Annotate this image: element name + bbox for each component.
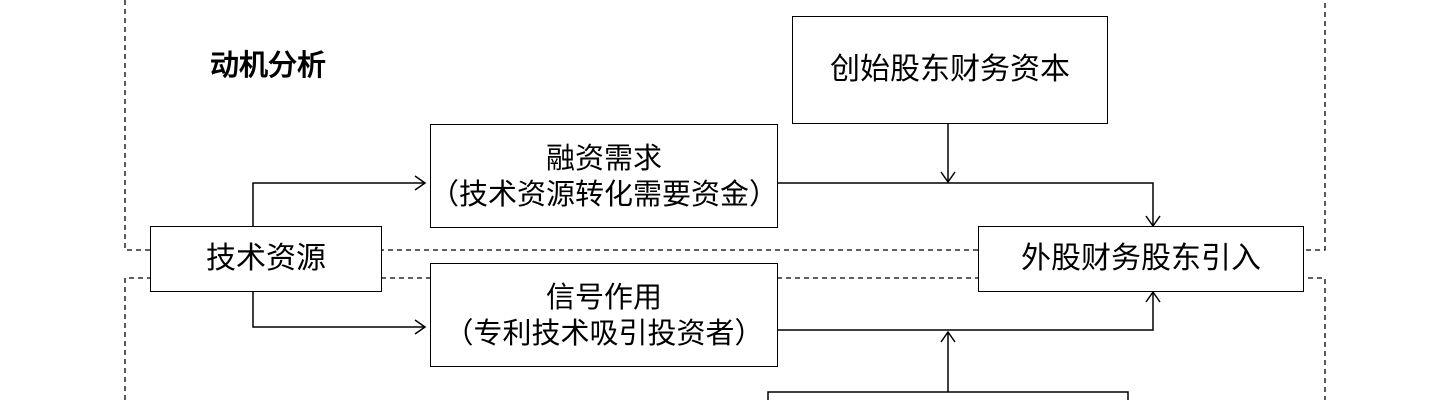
connector-tech-to-signal [252,292,425,328]
node-external-shareholder-label: 外股财务股东引入 [1021,241,1261,276]
node-tech-resources: 技术资源 [150,226,382,292]
node-founder-capital-label: 创始股东财务资本 [830,52,1070,87]
arrowhead-bottom-up [940,330,956,343]
arrowhead-founder [940,171,956,184]
arrowhead-signal [414,319,427,335]
node-financing-demand: 融资需求 （技术资源转化需要资金） [430,124,778,228]
node-external-shareholder: 外股财务股东引入 [978,226,1304,292]
node-signal-effect-subtitle: （专利技术吸引投资者） [444,316,764,350]
node-tech-resources-label: 技术资源 [206,241,326,276]
arrowhead-financing [414,175,427,191]
node-signal-effect: 信号作用 （专利技术吸引投资者） [430,263,778,367]
region-title-motivation: 动机分析 [210,48,327,82]
node-signal-effect-title: 信号作用 [545,280,662,314]
node-financing-demand-subtitle: （技术资源转化需要资金） [430,177,779,211]
arrowhead-external-bottom [1145,290,1161,303]
region-top-frame [124,0,1326,251]
connector-financing-to-external [778,182,1154,226]
connector-tech-to-financing [252,182,425,226]
connector-signal-to-external [778,292,1154,331]
node-financing-demand-title: 融资需求 [545,141,662,175]
node-founder-capital: 创始股东财务资本 [792,16,1108,124]
bottom-box-edge [767,391,1129,400]
